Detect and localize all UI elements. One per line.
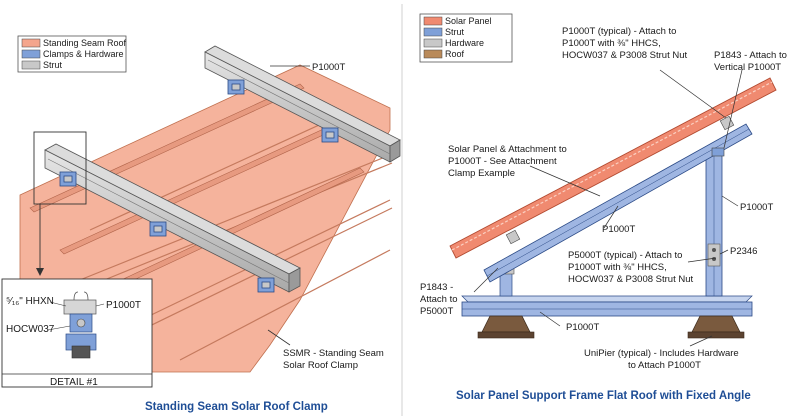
strut-rail-back [204,45,401,163]
legend-label-hardware: Hardware [445,38,484,48]
callout-top-a3: HOCW037 & P3008 Strut Nut [562,50,687,61]
legend-label-roof: Standing Seam Roof [43,38,127,48]
base-beam-p1000t [461,295,753,317]
right-panel: Solar Panel Strut Hardware Roof [419,13,787,402]
callout-panel-1: Solar Panel & Attachment to [448,144,567,155]
detail-label-hocw037: HOCW037 [6,324,55,335]
detail-label-p1000t: P1000T [106,300,141,311]
legend-swatch-strut [423,27,443,37]
left-panel: Standing Seam Roof Clamps & Hardware Str… [1,35,401,413]
strut-rail-front [44,143,301,293]
callout-p1843-3: P5000T [420,306,453,317]
legend-label-strut: Strut [445,27,465,37]
callout-top-b2: Vertical P1000T [714,62,781,73]
vertical-p1000t [705,149,723,297]
callout-p5000-1: P5000T (typical) - Attach to [568,250,682,261]
detail-clamp-drawing [63,291,97,359]
callout-p1000t-base: P1000T [566,322,599,333]
callout-top-b1: P1843 - Attach to [714,50,787,61]
detail-leaders [47,301,105,331]
detail-arrow [36,268,44,276]
legend-swatch-clamps [21,49,41,59]
callout-ssmr-line2: Solar Roof Clamp [283,360,358,371]
callout-top-a2: P1000T with ⅜" HHCS, [562,38,661,49]
detail-title: DETAIL #1 [50,377,98,388]
callout-top-a1: P1000T (typical) - Attach to [562,26,676,37]
detail-marker-box [33,131,87,205]
callout-p1000t: P1000T [312,62,345,73]
left-legend: Standing Seam Roof Clamps & Hardware Str… [17,35,127,73]
right-legend: Solar Panel Strut Hardware Roof [419,13,513,63]
right-caption: Solar Panel Support Frame Flat Roof with… [456,390,751,402]
callout-p2346: P2346 [730,246,757,257]
detail-label-hhxn: ⁵⁄₁₆" HHXN [6,296,54,307]
callout-p1000t-diagonal: P1000T [602,224,635,235]
callout-p5000-3: HOCW037 & P3008 Strut Nut [568,274,693,285]
unipiers [477,315,745,339]
right-callout-leaders [473,69,743,347]
callout-unipier-1: UniPier (typical) - Includes Hardware [584,348,739,359]
legend-label-strut: Strut [43,60,63,70]
legend-swatch-hardware [423,38,443,48]
left-callout-leaders [267,65,310,346]
legend-label-clamps: Clamps & Hardware [43,49,124,59]
left-caption: Standing Seam Solar Roof Clamp [145,401,328,413]
detail-1-box: ⁵⁄₁₆" HHXN P1000T HOCW037 DETAIL #1 [1,278,153,388]
callout-panel-3: Clamp Example [448,168,515,179]
ssmr-clamps [59,79,339,293]
solar-panel [449,77,777,259]
callout-ssmr-line1: SSMR - Standing Seam [283,348,384,359]
legend-swatch-roof [21,38,41,48]
callout-p5000-2: P1000T with ⅜" HHCS, [568,262,667,273]
legend-label-roof: Roof [445,49,465,59]
legend-swatch-solar-panel [423,16,443,26]
legend-label-solar-panel: Solar Panel [445,16,492,26]
legend-swatch-strut [21,60,41,70]
panel-clamps [505,115,735,245]
callout-panel-2: P1000T - See Attachment [448,156,557,167]
callout-p1843-2: Attach to [420,294,458,305]
legend-swatch-roof [423,49,443,59]
callout-p1843-1: P1843 - [420,282,453,293]
callout-p1000t-vertical: P1000T [740,202,773,213]
callout-unipier-2: to Attach P1000T [628,360,701,371]
